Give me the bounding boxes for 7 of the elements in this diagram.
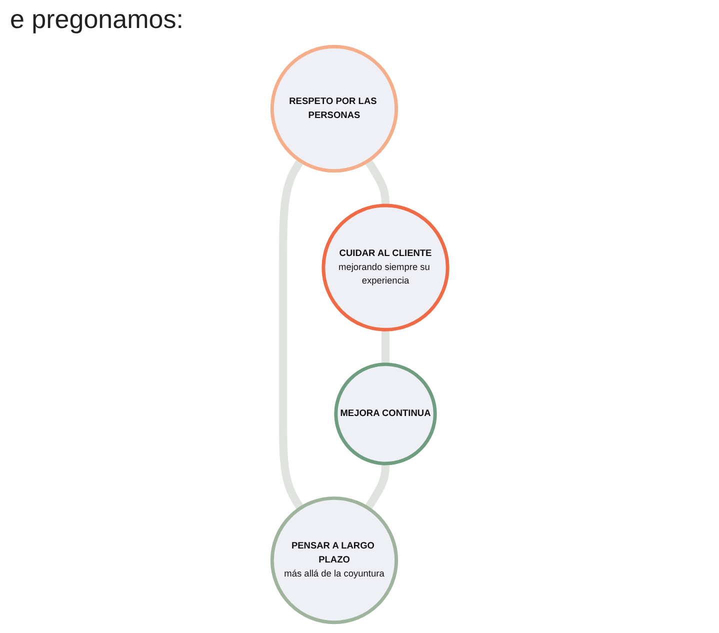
node-circle: MEJORA CONTINUA: [334, 362, 436, 466]
connector: [278, 158, 304, 510]
connector: [381, 328, 390, 366]
heading-text: e pregonamos:: [10, 4, 184, 34]
node-circle: PENSAR A LARGO PLAZO más allá de la coyuntura: [270, 496, 398, 624]
node-circle: RESPETO POR LAS PERSONAS: [270, 44, 398, 173]
node-circle: CUIDAR AL CLIENTE mejorando siempre su experiencia: [321, 204, 449, 332]
